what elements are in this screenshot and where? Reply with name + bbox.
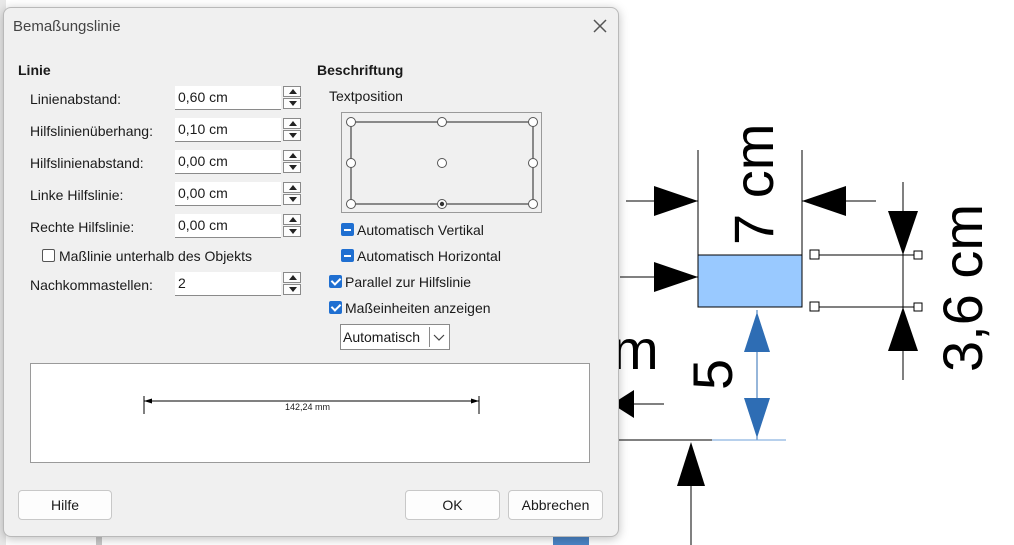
left-guide-label: Linke Hilfslinie: [30, 187, 124, 203]
guide-distance-up-button[interactable] [283, 150, 301, 161]
left-guide-input[interactable]: 0,00 cm [175, 182, 281, 206]
section-heading-beschriftung: Beschriftung [317, 62, 404, 78]
dimension-7cm-graphic [626, 150, 876, 255]
line-distance-spinbox[interactable]: 0,60 cm [175, 86, 303, 110]
preview-measure-text: 142,24 mm [285, 402, 331, 412]
section-heading-linie: Linie [18, 62, 51, 78]
dimension-line-dialog: Bemaßungslinie Linie Linienabstand: 0,60… [3, 7, 619, 537]
guide-overhang-input[interactable]: 0,10 cm [175, 118, 281, 142]
auto-vertical-checkbox[interactable] [341, 223, 354, 236]
line-distance-input[interactable]: 0,60 cm [175, 86, 281, 110]
selected-rectangle[interactable] [697, 254, 803, 308]
decimals-down-button[interactable] [283, 284, 301, 295]
guide-overhang-label: Hilfslinienüberhang: [30, 123, 153, 139]
text-position-grid[interactable] [341, 112, 543, 214]
guide-distance-input[interactable]: 0,00 cm [175, 150, 281, 174]
guide-distance-spinbox[interactable]: 0,00 cm [175, 150, 303, 174]
label-5: 5 [681, 359, 744, 390]
parallel-guide-checkbox[interactable] [329, 275, 342, 288]
preview-dimension-line [143, 396, 480, 414]
units-select[interactable]: Automatisch [340, 324, 450, 350]
auto-vertical-label: Automatisch Vertikal [357, 222, 484, 238]
decimals-up-button[interactable] [283, 272, 301, 283]
decimals-input[interactable]: 2 [175, 272, 281, 296]
ok-button[interactable]: OK [405, 490, 500, 520]
auto-horizontal-label: Automatisch Horizontal [357, 248, 501, 264]
line-distance-up-button[interactable] [283, 86, 301, 97]
handle-bottom-left[interactable] [809, 301, 820, 312]
guide-distance-down-button[interactable] [283, 162, 301, 173]
line-distance-down-button[interactable] [283, 98, 301, 109]
decimals-spinbox[interactable]: 2 [175, 272, 303, 296]
show-units-checkbox[interactable] [329, 301, 342, 314]
cancel-button[interactable]: Abbrechen [508, 490, 603, 520]
handle-bottom-right[interactable] [913, 302, 923, 312]
left-guide-up-button[interactable] [283, 182, 301, 193]
guide-overhang-up-button[interactable] [283, 118, 301, 129]
preview-area: 142,24 mm [30, 363, 590, 463]
label-3-6cm: 3,6 cm [931, 204, 994, 372]
handle-top-right[interactable] [913, 250, 923, 260]
guide-distance-label: Hilfslinienabstand: [30, 155, 144, 171]
auto-horizontal-checkbox[interactable] [341, 249, 354, 262]
parallel-guide-label: Parallel zur Hilfslinie [345, 274, 472, 290]
close-icon[interactable] [588, 14, 612, 38]
right-guide-down-button[interactable] [283, 226, 301, 237]
below-object-label: Maßlinie unterhalb des Objekts [59, 248, 252, 264]
show-units-label: Maßeinheiten anzeigen [345, 300, 491, 316]
right-guide-label: Rechte Hilfslinie: [30, 219, 135, 235]
guide-overhang-down-button[interactable] [283, 130, 301, 141]
left-guide-spinbox[interactable]: 0,00 cm [175, 182, 303, 206]
chevron-down-icon[interactable] [429, 327, 448, 347]
help-button[interactable]: Hilfe [18, 490, 112, 520]
guide-overhang-spinbox[interactable]: 0,10 cm [175, 118, 303, 142]
label-m: m [612, 318, 659, 381]
right-guide-spinbox[interactable]: 0,00 cm [175, 214, 303, 238]
handle-top-left[interactable] [809, 249, 820, 260]
line-distance-label: Linienabstand: [30, 91, 122, 107]
left-guide-down-button[interactable] [283, 194, 301, 205]
right-guide-input[interactable]: 0,00 cm [175, 214, 281, 238]
units-select-value: Automatisch [343, 329, 421, 345]
decimals-label: Nachkommastellen: [30, 277, 153, 293]
right-guide-up-button[interactable] [283, 214, 301, 225]
below-object-checkbox[interactable] [42, 249, 55, 262]
label-7cm: 7 cm [722, 124, 785, 245]
dialog-title: Bemaßungslinie [13, 18, 121, 35]
text-position-label: Textposition [329, 88, 403, 104]
